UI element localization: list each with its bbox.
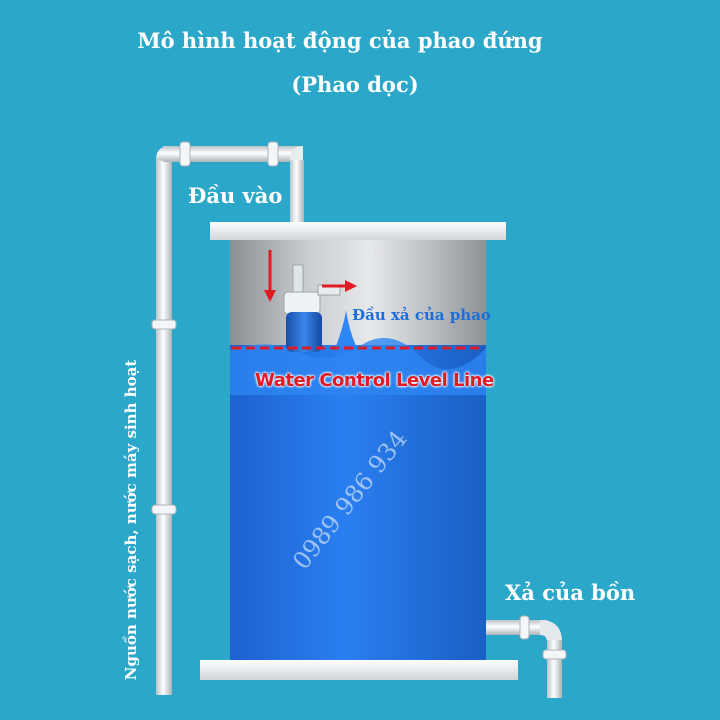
- tank-outlet-label: Xả của bồn: [505, 580, 636, 605]
- diagram-title: Mô hình hoạt động của phao đứng: [137, 28, 543, 53]
- diagram-subtitle: (Phao dọc): [291, 72, 419, 97]
- flow-arrows: [264, 250, 357, 302]
- float-outlet-label: Đầu xả của phao: [352, 306, 491, 324]
- water-splash: [336, 310, 356, 346]
- water-body: [230, 345, 486, 665]
- inlet-pipe: [151, 141, 304, 695]
- float-valve: [283, 264, 341, 352]
- outlet-pipe: [486, 615, 567, 698]
- level-line-label: Water Control Level Line: [255, 370, 494, 391]
- tank: [200, 222, 518, 680]
- water-source-label: Nguồn nước sạch, nước máy sinh hoạt: [122, 359, 140, 681]
- water-surface: [230, 338, 486, 395]
- float-ball: [286, 312, 322, 352]
- inlet-label: Đầu vào: [188, 183, 283, 208]
